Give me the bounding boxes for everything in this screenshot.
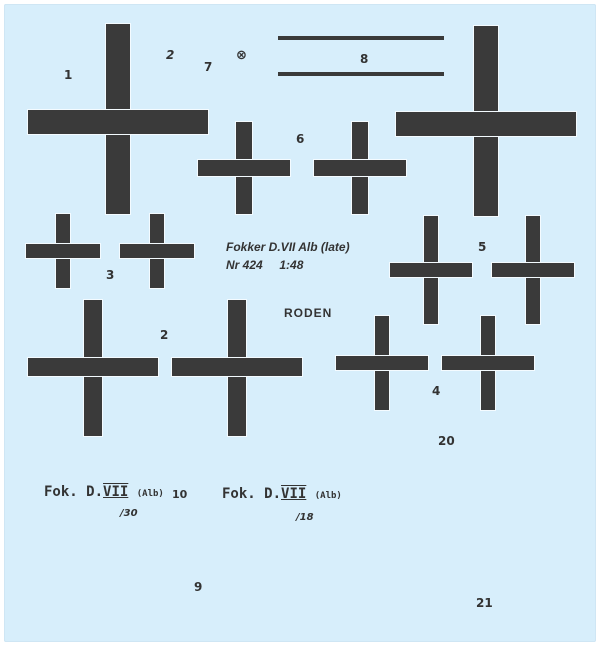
label-20: 20: [438, 434, 455, 448]
stencil-left-roman: VII: [103, 484, 129, 500]
label-6: 6: [296, 132, 305, 146]
label-9: 9: [194, 580, 203, 594]
label-2: 2: [160, 328, 169, 342]
kit-info: Nr 424 1:48: [226, 258, 304, 272]
label-10: 10: [172, 488, 188, 501]
cross-5-right: [492, 216, 574, 324]
label-8: 8: [360, 52, 369, 66]
stencil-left-main: Fok. D.: [44, 484, 104, 500]
stencil-left-small: (Alb): [136, 489, 164, 499]
decal-sheet: 2 ⊗ 1 7 8 6 5 3 2 4 20 10 9 21 Fokker D.…: [4, 4, 596, 642]
cross-1-right: [396, 26, 576, 216]
label-5: 5: [478, 240, 487, 254]
stencil-right-sub: /18: [296, 512, 314, 523]
mark-2-small: 2: [166, 48, 175, 62]
stencil-left: Fok. D.VII (Alb): [44, 484, 164, 500]
roundel-mark: ⊗: [236, 48, 247, 63]
stencil-right: Fok. D.VII (Alb): [222, 486, 342, 502]
cross-2-left: [28, 300, 158, 436]
stencil-right-small: (Alb): [314, 491, 342, 501]
sheet-title: Fokker D.VII Alb (late): [226, 240, 350, 254]
cross-4-left: [336, 316, 428, 410]
label-3: 3: [106, 268, 115, 282]
stencil-left-sub: /30: [120, 508, 138, 519]
label-21: 21: [476, 596, 493, 610]
stencil-right-main: Fok. D.: [222, 486, 282, 502]
cross-1-left: [28, 24, 208, 214]
cross-6-right: [314, 122, 406, 214]
label-4: 4: [432, 384, 441, 398]
cross-3-left: [26, 214, 100, 288]
label-7: 7: [204, 60, 213, 74]
cross-2-right: [172, 300, 302, 436]
label-1: 1: [64, 68, 73, 82]
stripe-8-top: [278, 36, 444, 40]
stencil-right-roman: VII: [281, 486, 307, 502]
cross-4-right: [442, 316, 534, 410]
brand-label: RODEN: [284, 306, 333, 320]
cross-3-right: [120, 214, 194, 288]
stripe-8-bottom: [278, 72, 444, 76]
cross-6-left: [198, 122, 290, 214]
cross-5-left: [390, 216, 472, 324]
